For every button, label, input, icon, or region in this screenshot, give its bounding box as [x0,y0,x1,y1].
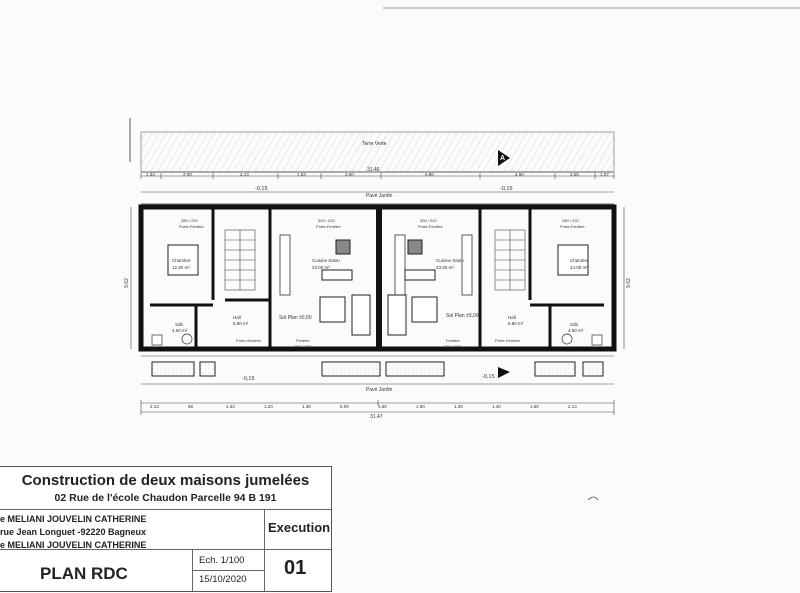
pf-center-left-dim: 300 / 220 [318,218,335,223]
fenetre-right: Fenêtre [446,338,460,343]
room-hall-right: Hall [508,315,516,320]
pf-center-right: Porte-Fenêtre [418,224,443,229]
pave-jardin-top: Pavé Jardin [366,193,393,199]
fenetre-left: Fenêtre [296,338,310,343]
room-hall-left-area: 6.80 m² [233,321,249,326]
bottom-dim-2: 1.33 [226,404,235,409]
terrain-area [140,131,615,173]
bottom-dim-8: 1.20 [454,404,463,409]
top-dim-1: 2.00 [183,172,192,177]
plan-name: PLAN RDC [40,564,128,583]
pf-center-right-dim: 300 / 220 [420,218,437,223]
scale-label: Ech. 1/100 [199,555,245,566]
bottom-dim-10: 1.60 [530,404,539,409]
room-chambre-right-area: 14.08 m² [570,265,588,270]
bottom-dim-1: 68 [188,404,194,409]
room-cuisine-left: Cuisine Salon [312,258,340,263]
bottom-total-dim: 31.47 [370,414,383,420]
level-left: -0,15 [255,186,268,192]
bottom-dim-7: 1.90 [416,404,425,409]
owner-name-2: e MELIANI JOUVELIN CATHERINE [0,540,147,550]
room-hall-left: Hall [233,315,241,320]
sheet-number: 01 [284,557,307,579]
top-dim-5: 5.86 [425,172,434,177]
room-sdb-right-area: 4.50 m² [568,328,584,333]
room-chambre-left-area: 12.80 m² [172,265,190,270]
bottom-dim-9: 1.40 [492,404,501,409]
room-cuisine-right-area: 23.00 m² [436,265,454,270]
owner-address: rue Jean Longuet -92220 Bagneux [0,527,147,537]
bottom-dim-6: 1.60 [378,404,387,409]
sol-plan-left: Sol Plan ±0,00 [279,315,312,321]
room-chambre-right: Chambre [570,258,589,263]
room-chambre-left: Chambre [172,258,191,263]
pf-right-dim: 280 / 220 [562,218,579,223]
right-depth-dim: 9.62 [625,278,632,288]
section-marker-label: A [500,155,506,162]
top-dim-0: 1.33 [146,172,155,177]
top-dim-3: 1.53 [297,172,306,177]
level-right: -0,15 [500,186,513,192]
section-marker-bottom [498,367,510,378]
room-cuisine-right: Cuisine Salon [436,258,464,263]
bottom-dim-3: 1.20 [264,404,273,409]
top-dim-6: 4.90 [515,172,524,177]
project-address: 02 Rue de l'école Chaudon Parcelle 94 B … [54,492,277,504]
section-marker-top [498,150,510,166]
bottom-dim-5: 5.00 [340,404,349,409]
room-cuisine-left-area: 23.00 m² [312,265,330,270]
room-sdb-left: Sdb [175,322,184,327]
pf-center-left: Porte-Fenêtre [316,224,341,229]
porte-entree-right: Porte d'entrée [495,338,521,343]
top-total-dim: 31.46 [367,167,380,173]
porte-entree-left: Porte d'entrée [236,338,262,343]
pf-left-dim: 280 / 220 [181,218,198,223]
fenetre-left-dim: 100 / 170 [294,344,311,349]
bottom-dim-4: 1.38 [302,404,311,409]
pave-jardin-bottom: Pavé Jardin [366,387,393,393]
date-label: 15/10/2020 [199,574,247,585]
pf-left: Porte-Fenêtre [179,224,204,229]
top-dim-4: 3.60 [345,172,354,177]
pf-right: Porte-Fenêtre [560,224,585,229]
top-dim-2: 4.13 [240,172,249,177]
fenetre-right-dim: 100 / 170 [444,344,461,349]
phase-label: Execution [268,520,331,535]
sol-plan-right: Sol Plan ±0,00 [446,313,479,319]
room-hall-right-area: 6.80 m² [508,321,524,326]
bottom-dim-0: 2.13 [150,404,159,409]
top-dim-8: 1.07 [600,172,609,177]
level-bottom-right: -0,15 [482,374,495,380]
bottom-dim-11: 2.13 [568,404,577,409]
level-bottom-left: -0,15 [242,376,255,382]
room-sdb-left-area: 4.50 m² [172,328,188,333]
terrain-label: Terre Verte [362,141,387,147]
project-title: Construction de deux maisons jumelées [21,472,310,489]
room-sdb-right: Sdb [570,322,579,327]
top-dim-7: 3.55 [570,172,579,177]
owner-name-1: e MELIANI JOUVELIN CATHERINE [0,514,147,524]
left-depth-dim: 9.62 [123,278,130,288]
title-block [0,466,332,592]
